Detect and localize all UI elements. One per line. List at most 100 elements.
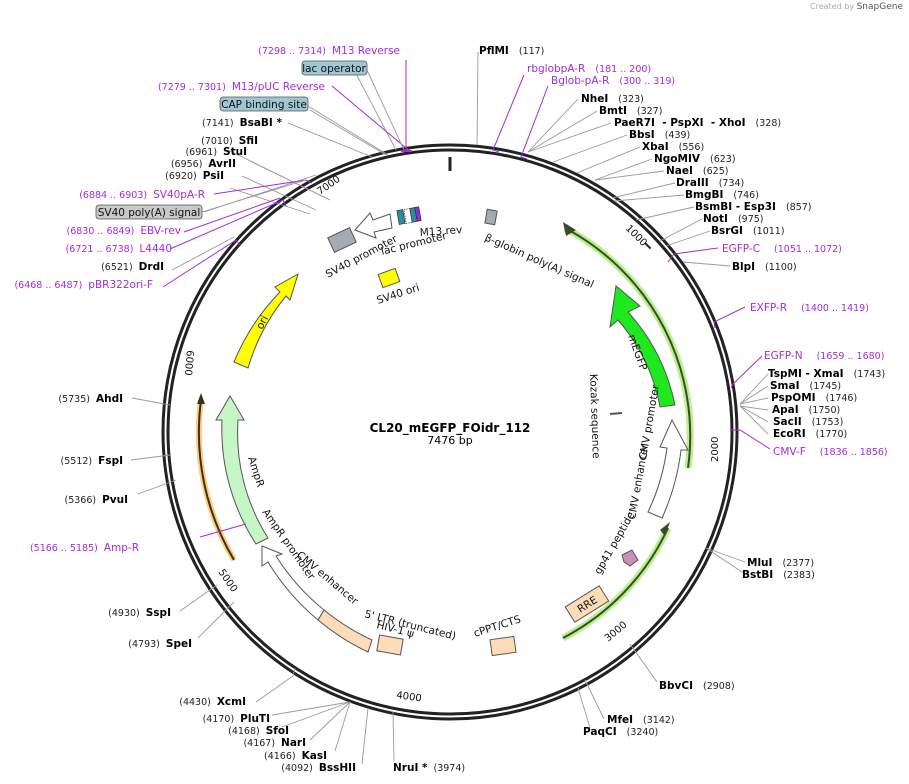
enzyme-psii[interactable]: PsiI xyxy=(203,170,224,182)
rre-feature[interactable]: RRE xyxy=(564,585,610,623)
svg-text:(6884 .. 6903)SV40pA-R: (6884 .. 6903)SV40pA-R xyxy=(79,189,205,201)
enzyme-paqci[interactable]: PaqCI xyxy=(583,726,617,738)
svg-text:(6920)PsiI: (6920)PsiI xyxy=(165,170,224,182)
enzyme-mfei[interactable]: MfeI xyxy=(607,714,633,726)
gp41-feature[interactable] xyxy=(621,549,639,567)
ltr5-feature[interactable] xyxy=(317,609,373,653)
enzyme-nhei[interactable]: NheI xyxy=(581,93,608,105)
enzyme-tspmi-xmai[interactable]: TspMI - XmaI xyxy=(768,368,844,380)
enzyme-bsmbi-esp3i[interactable]: BsmBI - Esp3I xyxy=(695,201,776,213)
ampr-arrow[interactable] xyxy=(215,395,269,545)
svg-text:rbglobpA-R(181 .. 200): rbglobpA-R(181 .. 200) xyxy=(527,63,651,75)
cppt-feature[interactable] xyxy=(489,635,517,657)
enzyme-draiii[interactable]: DraIII xyxy=(676,177,709,189)
svg-text:(4167)NarI: (4167)NarI xyxy=(243,737,306,749)
enzyme-noti[interactable]: NotI xyxy=(703,213,728,225)
enzyme-kasi[interactable]: KasI xyxy=(302,750,327,762)
enzyme-stui[interactable]: StuI xyxy=(223,146,247,158)
plasmid-name: CL20_mEGFP_FOidr_112 xyxy=(370,421,531,436)
cmv-enhancer-label: CMV enhancer xyxy=(626,443,651,521)
megfp-arrow[interactable] xyxy=(609,285,676,408)
enzyme-drdi[interactable]: DrdI xyxy=(139,261,164,273)
primer-l4440[interactable]: L4440 xyxy=(139,243,172,255)
svg-text:EGFP-C(1051 .. 1072): EGFP-C(1051 .. 1072) xyxy=(722,243,842,255)
svg-text:XbaI(556): XbaI(556) xyxy=(642,141,704,153)
enzyme-apai[interactable]: ApaI xyxy=(772,404,799,416)
cmv-enhancer-left-arrow[interactable] xyxy=(261,545,325,621)
enzyme-pspomi[interactable]: PspOMI xyxy=(771,392,816,404)
svg-text:(5366)PvuI: (5366)PvuI xyxy=(64,494,128,506)
enzyme-pflmi[interactable]: PflMI xyxy=(479,45,509,57)
enzyme-nrui[interactable]: NruI * xyxy=(393,762,428,774)
enzyme-avrii[interactable]: AvrII xyxy=(208,158,236,170)
svg-text:EGFP-N(1659 .. 1680): EGFP-N(1659 .. 1680) xyxy=(764,350,884,362)
amp-line xyxy=(197,399,235,561)
primer-exfp-r[interactable]: EXFP-R xyxy=(750,302,787,314)
sv40-promoter-feature[interactable] xyxy=(327,227,357,253)
primer-ebv-rev[interactable]: EBV-rev xyxy=(140,225,181,237)
primer-egfp-c[interactable]: EGFP-C xyxy=(722,243,760,255)
enzyme-pluti[interactable]: PluTI xyxy=(240,713,270,725)
enzyme-bsabi[interactable]: BsaBI * xyxy=(240,117,283,129)
hiv-psi-feature[interactable] xyxy=(376,634,404,656)
enzyme-ahdi[interactable]: AhdI xyxy=(96,393,123,405)
svg-text:CMV-F(1836 .. 1856): CMV-F(1836 .. 1856) xyxy=(773,446,888,458)
primer-pbr322ori-f[interactable]: pBR322ori-F xyxy=(88,279,153,291)
enzyme-bstbi[interactable]: BstBI xyxy=(742,569,773,581)
svg-text:(6956)AvrII: (6956)AvrII xyxy=(171,158,236,170)
enzyme-nari[interactable]: NarI xyxy=(281,737,306,749)
enzyme-bbsi[interactable]: BbsI xyxy=(629,129,655,141)
enzyme-ngomiv[interactable]: NgoMIV xyxy=(654,153,701,165)
primer-m13-puc-reverse[interactable]: M13/pUC Reverse xyxy=(232,81,325,93)
sv40-ori-feature[interactable] xyxy=(377,267,401,289)
ori-label: ori xyxy=(254,314,271,332)
enzyme-bsrgi[interactable]: BsrGI xyxy=(711,225,743,237)
orf-bottom-line xyxy=(562,527,669,639)
enzyme-sfii[interactable]: SfiI xyxy=(239,135,258,147)
sv40-promoter-arrow[interactable] xyxy=(354,212,393,239)
enzyme-sacii[interactable]: SacII xyxy=(773,416,802,428)
svg-text:(4166)KasI: (4166)KasI xyxy=(264,750,327,762)
enzyme-leader-lines xyxy=(130,51,769,765)
primer-rbglobpa-r[interactable]: rbglobpA-R xyxy=(527,63,585,75)
enzyme-bbvci[interactable]: BbvCI xyxy=(659,680,693,692)
svg-text:SV40 poly(A) signal: SV40 poly(A) signal xyxy=(98,207,201,219)
primer-egfp-n[interactable]: EGFP-N xyxy=(764,350,803,362)
enzyme-naei[interactable]: NaeI xyxy=(666,165,693,177)
enzyme-sspi[interactable]: SspI xyxy=(146,607,171,619)
primer-amp-r[interactable]: Amp-R xyxy=(104,542,139,554)
enzyme-sfoi[interactable]: SfoI xyxy=(266,725,289,737)
enzyme-pvui[interactable]: PvuI xyxy=(102,494,128,506)
enzyme-fspi[interactable]: FspI xyxy=(98,455,123,467)
primer-m13-reverse[interactable]: M13 Reverse xyxy=(332,45,400,57)
sv40-polya-signal-box[interactable]: SV40 poly(A) signal xyxy=(95,204,203,220)
svg-text:BstBI(2383): BstBI(2383) xyxy=(742,569,815,581)
enzyme-ecori[interactable]: EcoRI xyxy=(773,428,806,440)
svg-text:PflMI(117): PflMI(117) xyxy=(479,45,544,57)
enzyme-xcmi[interactable]: XcmI xyxy=(217,696,246,708)
svg-text:NgoMIV(623): NgoMIV(623) xyxy=(654,153,736,165)
enzyme-xhoi-group[interactable]: PaeR7I - PspXI - XhoI xyxy=(614,117,746,129)
enzyme-spei[interactable]: SpeI xyxy=(166,638,192,650)
bglobin-feature[interactable] xyxy=(484,208,498,226)
enzyme-bmti[interactable]: BmtI xyxy=(599,105,627,117)
amp-arrowhead xyxy=(197,393,205,404)
cmv-promoter-arrow[interactable] xyxy=(647,418,689,519)
ori-arrow[interactable] xyxy=(233,272,299,369)
enzyme-blpi[interactable]: BlpI xyxy=(732,261,755,273)
primer-labels: rbglobpA-R(181 .. 200) Bglob-pA-R(300 ..… xyxy=(14,45,887,554)
enzyme-smai[interactable]: SmaI xyxy=(770,380,800,392)
lac-operator-box[interactable]: lac operator xyxy=(301,60,368,76)
enzyme-mlui[interactable]: MluI xyxy=(747,557,772,569)
primer-sv40pa-r[interactable]: SV40pA-R xyxy=(153,189,205,201)
enzyme-bsshii[interactable]: BssHII xyxy=(319,762,356,774)
svg-text:EcoRI(1770): EcoRI(1770) xyxy=(773,428,847,440)
enzyme-bmgbi[interactable]: BmgBI xyxy=(685,189,723,201)
primer-cmv-f[interactable]: CMV-F xyxy=(773,446,806,458)
svg-text:(4168)SfoI: (4168)SfoI xyxy=(228,725,289,737)
cap-binding-site-box[interactable]: CAP binding site xyxy=(219,96,309,112)
enzyme-xbai[interactable]: XbaI xyxy=(642,141,669,153)
lac-promoter-cluster[interactable] xyxy=(396,206,422,225)
primer-bglob-pa-r[interactable]: Bglob-pA-R xyxy=(551,75,609,87)
